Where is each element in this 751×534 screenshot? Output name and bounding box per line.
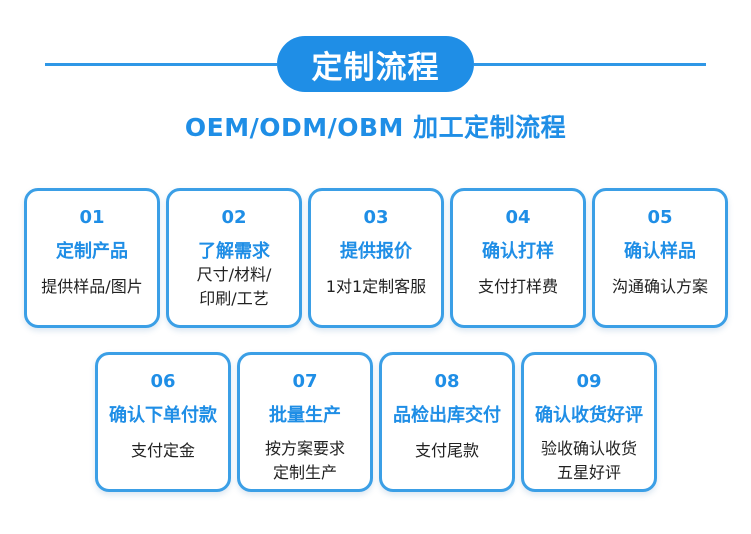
step-title: 确认打样 <box>482 241 554 262</box>
step-title: 确认收货好评 <box>535 405 643 426</box>
step-description-line: 支付尾款 <box>414 441 479 460</box>
header-divider-right <box>474 63 706 66</box>
step-card-01: 01 定制产品 提供样品/图片 <box>24 188 160 328</box>
step-number: 08 <box>434 371 460 392</box>
step-description: 验收确认收货 五星好评 <box>528 437 650 485</box>
step-description-line: 验收确认收货 <box>540 439 637 458</box>
step-card-02: 02 了解需求 尺寸/材料/ 印刷/工艺 <box>166 188 302 328</box>
step-card-04: 04 确认打样 支付打样费 <box>450 188 586 328</box>
step-description-line: 提供样品/图片 <box>41 277 143 296</box>
step-description-line: 支付定金 <box>130 441 195 460</box>
step-description: 支付打样费 <box>457 275 579 299</box>
step-description-line: 按方案要求 <box>264 439 345 458</box>
step-description: 1对1定制客服 <box>315 275 437 299</box>
step-description-line: 五星好评 <box>556 463 621 482</box>
step-description: 沟通确认方案 <box>599 275 721 299</box>
step-card-03: 03 提供报价 1对1定制客服 <box>308 188 444 328</box>
step-description-line: 支付打样费 <box>477 277 558 296</box>
header-divider-left <box>45 63 277 66</box>
step-number: 04 <box>505 207 531 228</box>
step-description-line: 沟通确认方案 <box>611 277 708 296</box>
step-title: 品检出库交付 <box>393 405 501 426</box>
step-description-line: 定制生产 <box>272 463 337 482</box>
step-card-05: 05 确认样品 沟通确认方案 <box>592 188 728 328</box>
step-number: 03 <box>363 207 389 228</box>
step-card-07: 07 批量生产 按方案要求 定制生产 <box>237 352 373 492</box>
step-description: 尺寸/材料/ 印刷/工艺 <box>173 263 295 311</box>
step-number: 06 <box>150 371 176 392</box>
step-number: 01 <box>79 207 105 228</box>
step-number: 09 <box>576 371 602 392</box>
step-title: 了解需求 <box>198 241 270 262</box>
step-description: 提供样品/图片 <box>31 275 153 299</box>
step-description-line: 1对1定制客服 <box>325 277 427 296</box>
step-title: 确认样品 <box>624 241 696 262</box>
step-number: 07 <box>292 371 318 392</box>
step-card-09: 09 确认收货好评 验收确认收货 五星好评 <box>521 352 657 492</box>
page-subtitle: OEM/ODM/OBM 加工定制流程 <box>184 113 567 142</box>
step-number: 05 <box>647 207 673 228</box>
step-number: 02 <box>221 207 247 228</box>
step-title: 定制产品 <box>56 241 128 262</box>
step-description-line: 印刷/工艺 <box>199 289 269 308</box>
step-card-08: 08 品检出库交付 支付尾款 <box>379 352 515 492</box>
step-description: 按方案要求 定制生产 <box>244 437 366 485</box>
step-title: 提供报价 <box>340 241 412 262</box>
step-description: 支付尾款 <box>386 439 508 463</box>
step-description: 支付定金 <box>102 439 224 463</box>
step-title: 确认下单付款 <box>109 405 217 426</box>
step-card-06: 06 确认下单付款 支付定金 <box>95 352 231 492</box>
step-title: 批量生产 <box>269 405 341 426</box>
step-description-line: 尺寸/材料/ <box>196 265 272 284</box>
page-title: 定制流程 <box>277 36 474 92</box>
